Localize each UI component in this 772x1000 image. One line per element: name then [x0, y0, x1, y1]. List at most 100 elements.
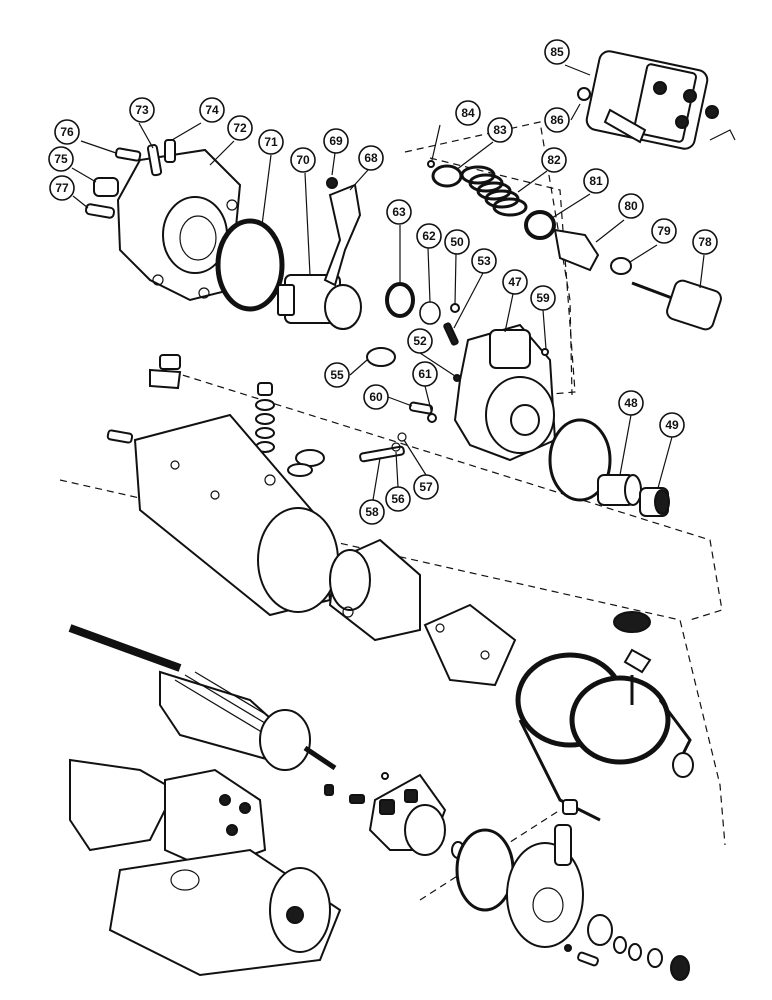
callout-70: 70 [290, 147, 316, 173]
nut-part [427, 413, 437, 423]
callout-48: 48 [618, 390, 644, 416]
washer-part [610, 257, 632, 275]
callout-label: 85 [550, 45, 564, 59]
callout-label: 49 [665, 418, 679, 432]
field-coil-part [515, 652, 692, 822]
ring-part [419, 301, 441, 325]
callout-label: 56 [391, 492, 405, 506]
callout-84: 84 [455, 100, 481, 126]
callout-60: 60 [363, 384, 389, 410]
callout-label: 61 [418, 367, 432, 381]
washer-part [366, 347, 396, 367]
callout-label: 47 [508, 275, 522, 289]
callout-63: 63 [386, 199, 412, 225]
callout-56: 56 [385, 486, 411, 512]
pin-part [114, 147, 142, 162]
callout-62: 62 [416, 223, 442, 249]
callout-label: 76 [60, 125, 74, 139]
callout-label: 55 [330, 368, 344, 382]
callout-72: 72 [227, 115, 253, 141]
callout-label: 57 [419, 480, 433, 494]
callout-label: 79 [657, 224, 671, 238]
callout-47: 47 [502, 269, 528, 295]
armature-part [68, 624, 337, 771]
bushing-part [93, 177, 119, 197]
callout-label: 75 [54, 152, 68, 166]
spring-part [443, 322, 459, 346]
callout-68: 68 [358, 145, 384, 171]
callout-label: 63 [392, 205, 406, 219]
callout-82: 82 [541, 147, 567, 173]
pin-part [359, 445, 405, 463]
screw-part [381, 772, 389, 780]
callout-57: 57 [413, 474, 439, 500]
nose-housing-part [453, 323, 557, 462]
callout-86: 86 [544, 107, 570, 133]
callout-label: 81 [589, 174, 603, 188]
ring-part [541, 348, 549, 356]
callout-label: 77 [55, 181, 69, 195]
clip-part [326, 177, 338, 189]
terminal-hardware-part [106, 354, 325, 477]
terminal-stud-part [613, 611, 652, 705]
callout-50: 50 [444, 229, 470, 255]
drive-housing-part [116, 148, 242, 302]
ring-part [427, 160, 435, 168]
assembled-starter-part [69, 758, 342, 977]
callout-label: 73 [135, 103, 149, 117]
callout-label: 59 [536, 291, 550, 305]
end-hardware-part [564, 914, 690, 981]
callout-83: 83 [487, 117, 513, 143]
callout-76: 76 [54, 119, 80, 145]
callout-label: 86 [550, 113, 564, 127]
callout-55: 55 [324, 362, 350, 388]
callout-label: 83 [493, 123, 507, 137]
solenoid-part [585, 50, 736, 150]
drive-pinion-part [277, 274, 362, 330]
callout-78: 78 [692, 229, 718, 255]
callout-label: 80 [624, 199, 638, 213]
ring-part [397, 432, 407, 442]
callout-49: 49 [659, 412, 685, 438]
screw-part [164, 139, 176, 163]
leader-lines [71, 64, 705, 501]
callout-79: 79 [651, 218, 677, 244]
callout-label: 60 [369, 390, 383, 404]
bushing-part [597, 474, 642, 506]
callout-85: 85 [544, 39, 570, 65]
plunger-part [553, 228, 600, 272]
ball-part [453, 374, 461, 382]
callout-label: 69 [329, 134, 343, 148]
callout-label: 70 [296, 153, 310, 167]
callout-53: 53 [471, 248, 497, 274]
callout-label: 62 [422, 229, 436, 243]
callout-label: 71 [264, 135, 278, 149]
washer-part [672, 752, 694, 778]
callout-label: 82 [547, 153, 561, 167]
callout-61: 61 [412, 361, 438, 387]
pole-piece-part [423, 603, 517, 687]
callout-label: 53 [477, 254, 491, 268]
callout-label: 72 [233, 121, 247, 135]
o-ring-part [548, 418, 612, 502]
o-ring-part [215, 218, 285, 312]
callout-77: 77 [49, 175, 75, 201]
callout-74: 74 [199, 97, 225, 123]
terminal-part [324, 784, 334, 796]
plunger-rod-part [631, 279, 722, 331]
callout-label: 58 [365, 505, 379, 519]
callout-59: 59 [530, 285, 556, 311]
pole-shoe-part [328, 538, 421, 642]
callout-73: 73 [129, 97, 155, 123]
callout-label: 52 [413, 334, 427, 348]
callout-label: 48 [624, 396, 638, 410]
callout-75: 75 [48, 146, 74, 172]
screw-part [408, 401, 434, 415]
callout-label: 78 [698, 235, 712, 249]
bearing-part [385, 282, 415, 318]
pin-part [84, 203, 116, 219]
end-plate-part [506, 799, 584, 948]
brush-holder-part [368, 773, 447, 856]
ring-part [524, 210, 556, 240]
